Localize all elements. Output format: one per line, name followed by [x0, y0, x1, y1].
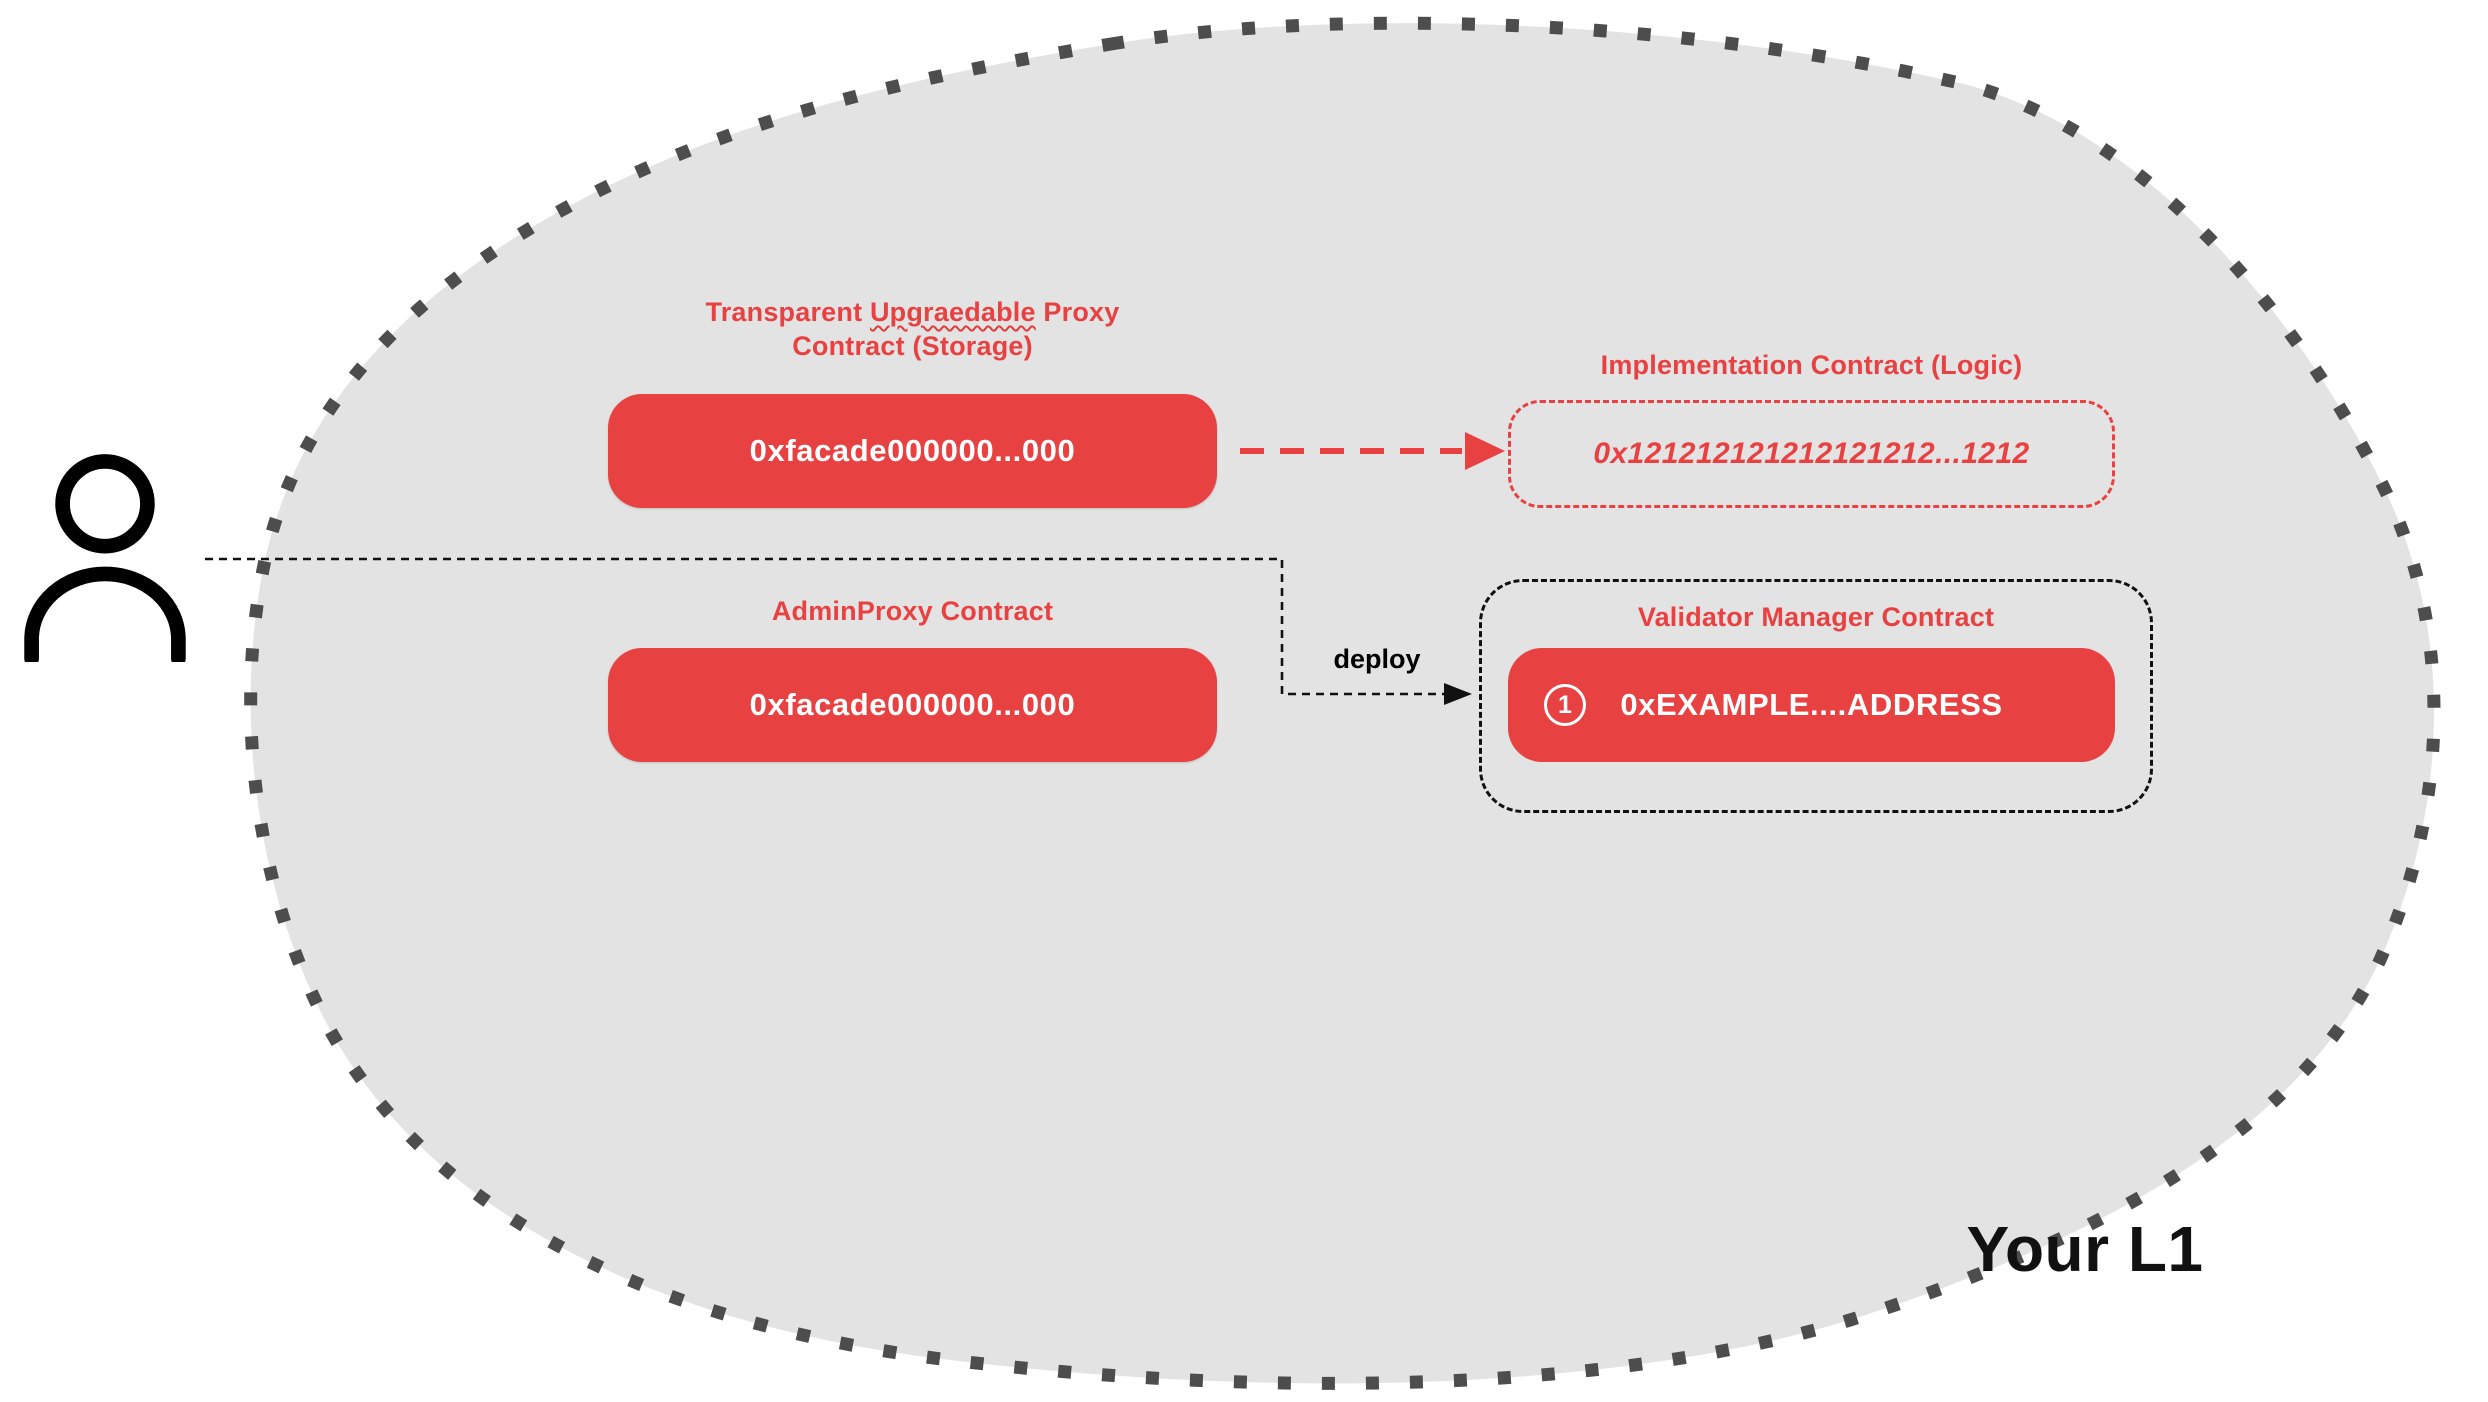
admin-proxy-address: 0xfacade000000...000 — [749, 687, 1076, 722]
title-prefix: Transparent — [705, 297, 870, 327]
admin-proxy-title: AdminProxy Contract — [771, 596, 1054, 626]
admin-proxy-box: 0xfacade000000...000 — [608, 648, 1217, 762]
l1-label: Your L1 — [1966, 1213, 2204, 1285]
transparent-proxy-title-line2: Contract (Storage) — [792, 331, 1033, 361]
delegate-arrowhead-icon — [1465, 432, 1505, 470]
person-icon — [24, 454, 186, 662]
validator-manager-title: Validator Manager Contract — [1637, 602, 1995, 632]
deploy-arrowhead-icon — [1444, 683, 1472, 705]
validator-manager-address: 0xEXAMPLE....ADDRESS — [1620, 687, 2003, 722]
l1-blob-shape — [244, 16, 2441, 1390]
implementation-address: 0x121212121212121212...1212 — [1593, 437, 2030, 470]
title-misspelled-word: Upgraedable — [869, 297, 1036, 327]
transparent-proxy-address: 0xfacade000000...000 — [749, 433, 1076, 468]
deploy-connector-line — [205, 557, 1446, 696]
validator-manager-box: 1 0xEXAMPLE....ADDRESS — [1508, 648, 2115, 762]
title-suffix: Proxy — [1035, 297, 1120, 327]
transparent-proxy-title-line1: Transparent Upgraedable Proxy — [706, 297, 1120, 327]
deploy-label: deploy — [1333, 644, 1421, 674]
transparent-proxy-title: Transparent Upgraedable Proxy Contract (… — [608, 295, 1217, 363]
implementation-title: Implementation Contract (Logic) — [1600, 350, 2023, 380]
step-1-badge: 1 — [1544, 684, 1586, 726]
implementation-box: 0x121212121212121212...1212 — [1508, 400, 2115, 508]
validator-manager-container: Validator Manager Contract — [1479, 579, 2153, 813]
transparent-proxy-box: 0xfacade000000...000 — [608, 394, 1217, 508]
